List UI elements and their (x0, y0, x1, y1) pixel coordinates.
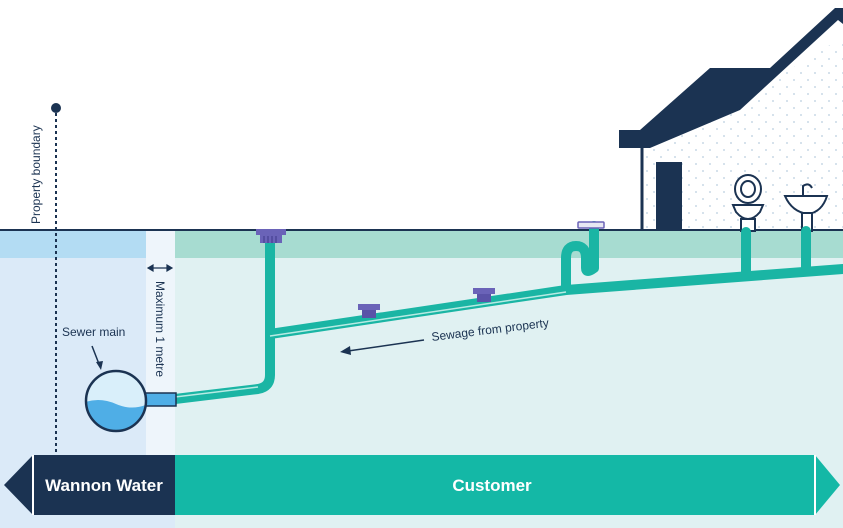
junction-fitting-2 (473, 288, 495, 302)
inspection-cap-icon (256, 229, 286, 243)
flow-arrow-icon (340, 339, 425, 355)
arrow-left-icon (4, 455, 33, 515)
property-boundary-marker (51, 103, 61, 456)
wannon-water-segment (33, 455, 175, 515)
house-icon (619, 8, 843, 229)
wannon-ground-band (0, 231, 146, 258)
distance-arrow-icon (146, 263, 174, 273)
sewer-main-label: Sewer main (62, 325, 125, 339)
maximum-distance-label: Maximum 1 metre (153, 281, 167, 377)
sewer-main-pointer-arrow (91, 345, 103, 370)
basin-icon (783, 183, 829, 232)
overflow-relief-gully (577, 221, 605, 229)
property-boundary-label: Property boundary (29, 125, 43, 224)
customer-segment (175, 455, 815, 515)
wannon-water-label: Wannon Water (45, 476, 163, 495)
responsibility-bar: Wannon Water Customer (4, 455, 840, 515)
arrow-right-icon (815, 455, 840, 515)
customer-ground-band (175, 231, 843, 258)
customer-label: Customer (452, 476, 532, 495)
property-drain-pipe (170, 221, 843, 404)
house-door (656, 162, 682, 229)
junction-fitting-1 (358, 304, 380, 318)
